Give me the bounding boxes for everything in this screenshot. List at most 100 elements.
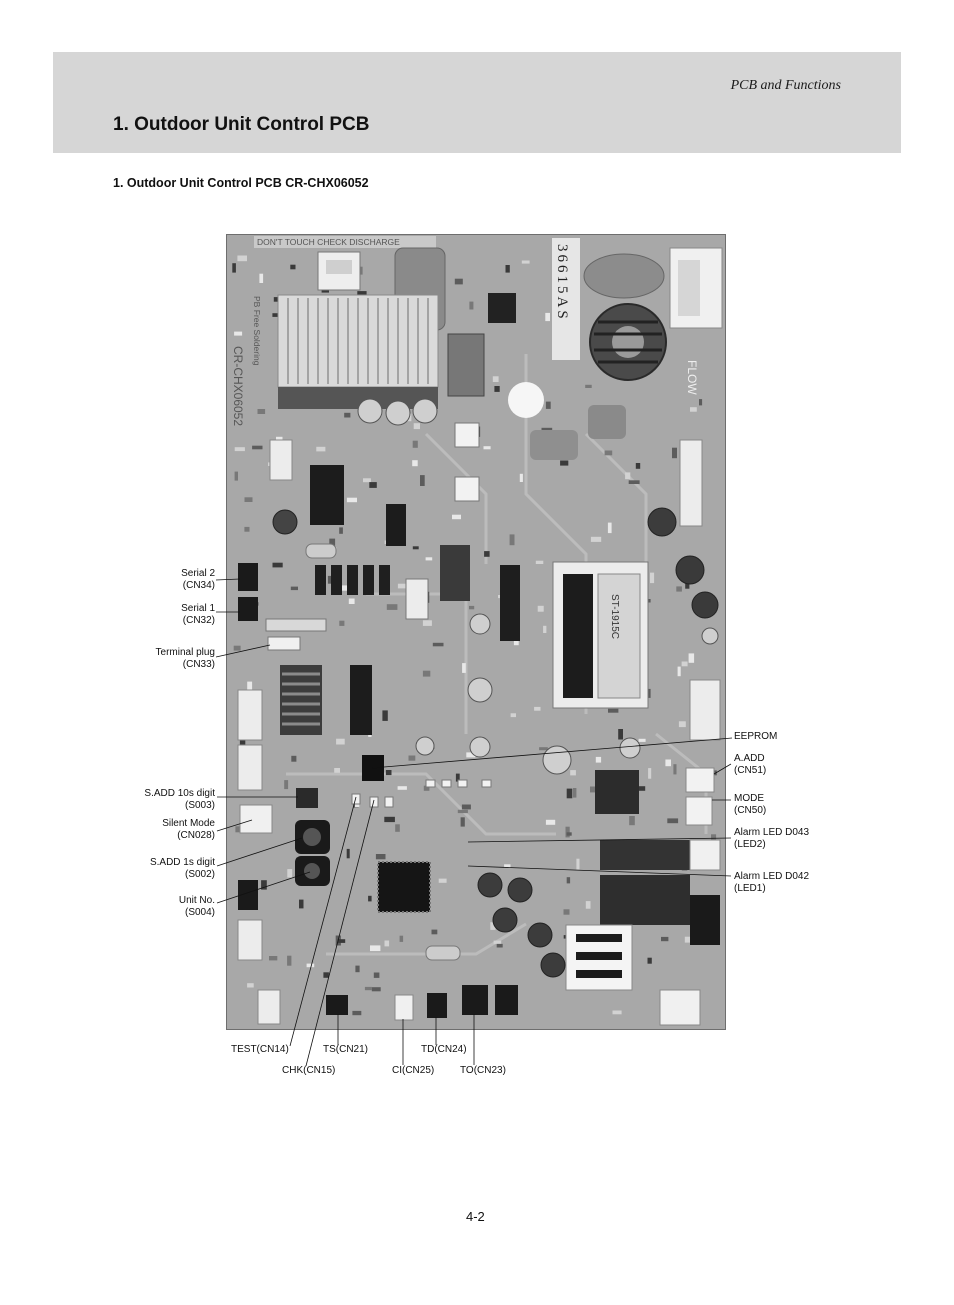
smd-component (385, 770, 392, 776)
smd-component (272, 313, 280, 317)
smd-component (252, 445, 263, 450)
smd-component (493, 940, 502, 944)
relay-connector-black (690, 895, 720, 945)
smd-component (340, 585, 348, 591)
electrolytic-capacitor (701, 627, 719, 645)
electrolytic-capacitor (357, 398, 383, 424)
smd-component (563, 909, 570, 915)
smd-component (545, 401, 551, 409)
left-connector-1 (269, 439, 293, 481)
callout-code: (CN028) (177, 830, 215, 841)
callout-name: Serial 1 (181, 603, 215, 614)
to-connector (462, 985, 488, 1015)
smd-component (638, 786, 646, 791)
smd-component (239, 740, 246, 747)
smd-component (504, 864, 511, 868)
smd-component (244, 526, 250, 532)
callout-name: Terminal plug (155, 647, 215, 658)
callout-name: Unit No. (178, 895, 215, 906)
smd-component (672, 447, 677, 459)
smd-component (244, 497, 253, 502)
smd-component (370, 945, 381, 952)
smd-component (399, 935, 404, 942)
bottom-heatsink-bars (576, 934, 622, 978)
smd-component (432, 642, 444, 647)
smd-component (452, 514, 461, 520)
smd-component (287, 869, 293, 878)
smd-component (590, 536, 602, 542)
smd-component (595, 756, 602, 763)
smd-component (454, 278, 463, 285)
smd-component (455, 773, 460, 782)
electrolytic-capacitor (540, 952, 566, 978)
smd-component (438, 878, 447, 883)
callout-name: S.ADD 10s digit (144, 788, 215, 799)
smd-component (545, 312, 550, 322)
smd-component (483, 446, 491, 450)
left-connector-2 (237, 689, 263, 741)
smd-component (269, 956, 278, 961)
callout-code: (LED2) (734, 839, 766, 850)
smd-component (521, 260, 530, 264)
smd-component (371, 987, 381, 992)
pcb-photo: DON'T TOUCH CHECK DISCHARGE 36615AS (226, 234, 726, 1030)
s004-dial (304, 863, 320, 879)
callout-sadd-10s: S.ADD 10s digit (S003) (144, 788, 215, 812)
smd-component (667, 818, 679, 824)
smd-component (665, 759, 671, 767)
page-subtitle: 1. Outdoor Unit Control PCB CR-CHX06052 (113, 176, 369, 190)
silkscreen-solder-note: PB Free Soldering (252, 296, 262, 366)
callout-code: (CN51) (734, 765, 767, 776)
led-row (425, 779, 492, 788)
warning-strip (254, 236, 436, 248)
smd-component (291, 755, 297, 762)
smd-component (355, 965, 360, 973)
callout-serial1: Serial 1 (CN32) (181, 603, 215, 627)
smd-component (348, 598, 355, 604)
smd-component (329, 538, 336, 547)
eeprom-chip (362, 755, 384, 781)
smd-component (247, 983, 254, 988)
smd-component (237, 255, 247, 262)
callout-ts: TS(CN21) (323, 1044, 369, 1055)
smd-component (534, 706, 541, 711)
callout-code: (S003) (184, 800, 215, 811)
smd-component (505, 265, 510, 273)
smd-component (284, 780, 289, 790)
smd-component (461, 804, 471, 810)
electrolytic-capacitor (647, 507, 677, 537)
smd-component (490, 922, 496, 930)
smd-component (565, 826, 570, 838)
callout-serial2: Serial 2 (CN34) (181, 568, 215, 592)
smd-component (234, 471, 238, 481)
left-connector-5 (237, 919, 263, 961)
smd-component (462, 663, 466, 673)
callout-mode: MODE (CN50) (734, 793, 766, 817)
callout-test: TEST(CN14) (231, 1044, 289, 1055)
left-connector-4 (238, 880, 258, 910)
smd-component (681, 661, 688, 667)
callout-code: (LED1) (734, 883, 766, 894)
smd-component (678, 721, 686, 728)
electrolytic-capacitor (492, 907, 518, 933)
smd-component (346, 848, 350, 859)
smd-component (408, 755, 416, 761)
page-number: 4-2 (466, 1209, 485, 1224)
electrolytic-capacitor (527, 922, 553, 948)
smd-component (590, 786, 600, 793)
smd-component (647, 957, 652, 964)
fuse-holder (265, 618, 327, 632)
left-connector-3 (237, 744, 263, 791)
bridge-rectifier (447, 333, 485, 397)
smd-component (469, 301, 474, 310)
smd-component (344, 412, 351, 418)
smd-component (375, 854, 386, 860)
smd-component (373, 972, 380, 978)
smd-component (677, 666, 681, 677)
callout-td: TD(CN24) (421, 1044, 467, 1055)
smd-component (612, 1010, 622, 1015)
top-connector-pins (326, 260, 352, 274)
smd-component (469, 605, 475, 610)
callout-code: (CN33) (182, 659, 215, 670)
smd-component (397, 786, 407, 790)
